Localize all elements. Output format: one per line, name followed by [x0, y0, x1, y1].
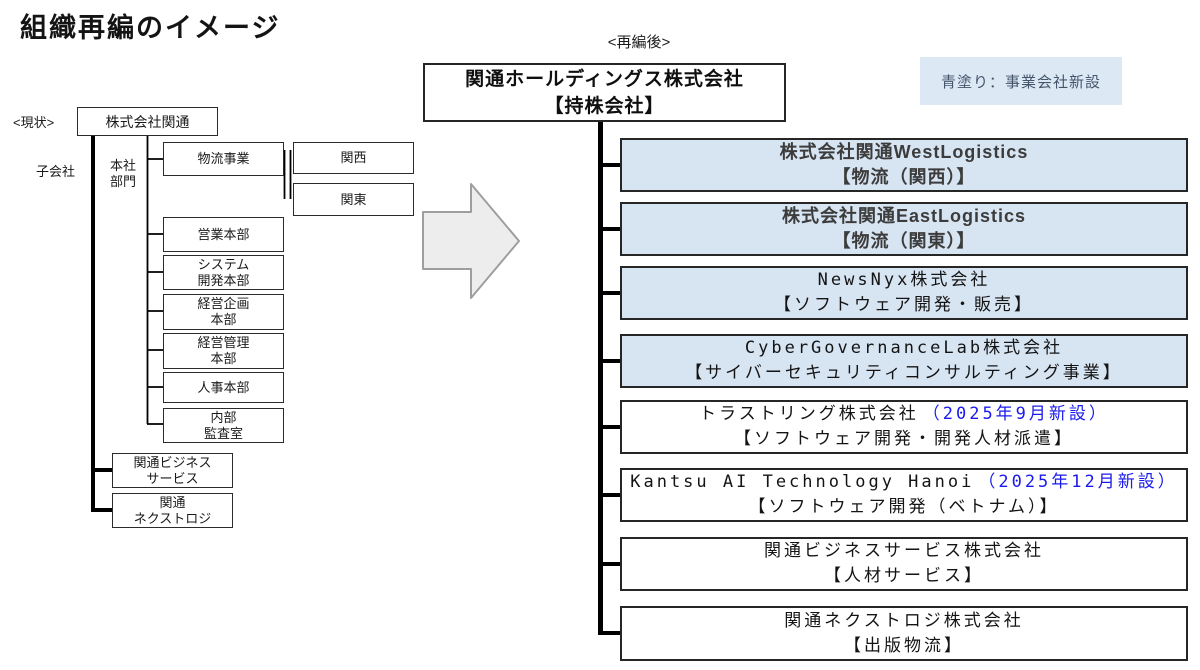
current-subsidiary-nextlogi: 関通 ネクストロジ [112, 493, 233, 528]
page-title: 組織再編のイメージ [20, 13, 281, 43]
region-box-kanto: 関東 [293, 183, 414, 216]
company-card-newsnyx: NewsNyx株式会社 【ソフトウェア開発・販売】 [620, 266, 1188, 320]
transition-arrow-icon [422, 183, 520, 299]
subsidiary-group-label: 子会社 [36, 164, 76, 179]
holding-stub-lines [598, 163, 621, 635]
holding-company-box: 関通ホールディングス株式会社 【持株会社】 [423, 63, 786, 122]
current-root-company-name: 株式会社関通 [105, 113, 190, 130]
current-subsidiary-business-service: 関通ビジネス サービス [112, 453, 233, 488]
legend-new-company: 青塗り：事業会社新設 [920, 57, 1122, 105]
new-establishment-annotation: （2025年9月新設） [922, 404, 1109, 424]
dept-box-system-dev: システム 開発本部 [163, 255, 284, 290]
after-state-label: <再編後> [607, 34, 671, 51]
company-card-kantsu-ai-hanoi: Kantsu AI Technology Hanoi（2025年12月新設） 【… [620, 468, 1188, 522]
company-card-east-logistics: 株式会社関通EastLogistics 【物流（関東）】 [620, 202, 1188, 256]
company-card-nextlogi: 関通ネクストロジ株式会社 【出版物流】 [620, 606, 1188, 661]
logistics-region-bracket [283, 150, 292, 199]
dept-box-hr: 人事本部 [163, 372, 284, 403]
company-card-west-logistics: 株式会社関通WestLogistics 【物流（関西）】 [620, 138, 1188, 192]
company-card-business-service: 関通ビジネスサービス株式会社 【人材サービス】 [620, 537, 1188, 591]
dept-box-sales: 営業本部 [163, 217, 284, 252]
company-card-cybergovernancelab: CyberGovernanceLab株式会社 【サイバーセキュリティコンサルティ… [620, 334, 1188, 388]
holding-company-role: 【持株会社】 [544, 95, 665, 117]
new-establishment-annotation: （2025年12月新設） [978, 472, 1178, 492]
dept-box-corporate-admin: 経営管理 本部 [163, 333, 284, 369]
department-trunk-line [146, 136, 164, 425]
region-box-kansai: 関西 [293, 142, 414, 174]
holding-company-name: 関通ホールディングス株式会社 [465, 68, 744, 90]
dept-box-internal-audit: 内部 監査室 [163, 408, 284, 443]
company-card-trustring: トラストリング株式会社（2025年9月新設） 【ソフトウェア開発・開発人材派遣】 [620, 400, 1188, 454]
dept-box-logistics: 物流事業 [163, 142, 284, 176]
dept-box-corporate-planning: 経営企画 本部 [163, 294, 284, 330]
current-root-company-box: 株式会社関通 [77, 107, 218, 136]
hq-division-label: 本社 部門 [110, 158, 137, 189]
current-state-label: <現状> [13, 115, 55, 130]
subsidiary-trunk-line [91, 136, 113, 512]
